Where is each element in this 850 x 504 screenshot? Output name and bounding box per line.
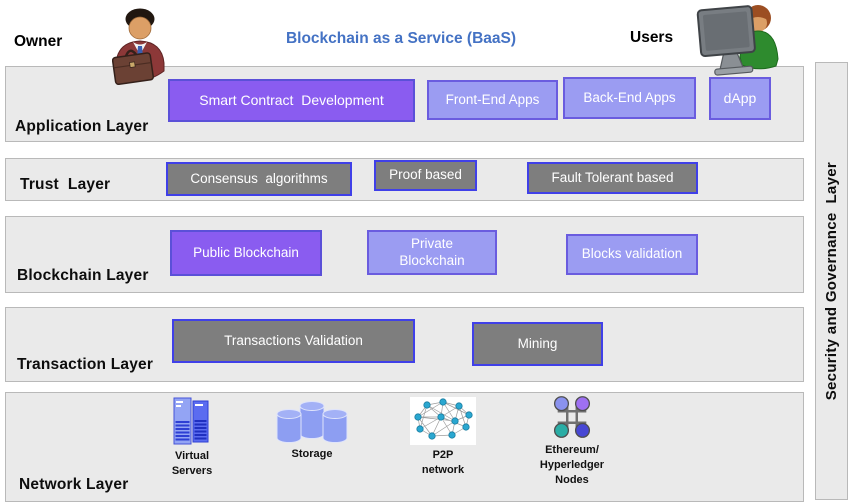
network-layer-label: Network Layer: [19, 476, 129, 493]
diagram-title: Blockchain as a Service (BaaS): [285, 30, 517, 47]
fault-tolerant-based-box: Fault Tolerant based: [527, 162, 698, 194]
database-cylinders-icon: [276, 401, 348, 443]
mining-box: Mining: [472, 322, 603, 366]
application-layer-label: Application Layer: [15, 118, 149, 135]
back-end-apps-box: Back-End Apps: [563, 77, 696, 119]
security-governance-layer-label: Security and Governance Layer: [823, 161, 840, 401]
consensus-algorithms-box: Consensus algorithms: [166, 162, 352, 196]
private-blockchain-box: Private Blockchain: [367, 230, 497, 275]
transaction-layer-label: Transaction Layer: [17, 356, 154, 373]
public-blockchain-box: Public Blockchain: [170, 230, 322, 276]
dapp-box: dApp: [709, 77, 771, 120]
users-person-monitor-icon: [696, 5, 779, 76]
virtual-servers-item: Virtual Servers: [160, 397, 224, 479]
storage-item: Storage: [272, 400, 352, 462]
p2p-network-label: P2P network: [421, 449, 465, 476]
storage-label: Storage: [291, 448, 333, 460]
trust-layer-label: Trust Layer: [20, 176, 111, 193]
server-towers-icon: [173, 397, 209, 445]
security-governance-layer-bar: Security and Governance Layer: [815, 62, 848, 500]
owner-label: Owner: [14, 33, 63, 50]
transactions-validation-box: Transactions Validation: [172, 319, 415, 363]
users-label: Users: [630, 29, 674, 46]
blockchain-layer-label: Blockchain Layer: [17, 267, 149, 284]
proof-based-box: Proof based: [374, 160, 477, 191]
virtual-servers-label: Virtual Servers: [171, 450, 213, 477]
blocks-validation-box: Blocks validation: [566, 234, 698, 275]
ethereum-hyperledger-item: Ethereum/ Hyperledger Nodes: [524, 394, 620, 488]
owner-businessman-icon: [112, 8, 165, 86]
four-petal-nodes-icon: [553, 396, 591, 438]
smart-contract-development-box: Smart Contract Development: [168, 79, 415, 122]
front-end-apps-box: Front-End Apps: [427, 80, 558, 120]
network-layer-band: Network Layer: [5, 392, 804, 502]
mesh-network-icon: [410, 397, 476, 445]
ethereum-hyperledger-label: Ethereum/ Hyperledger Nodes: [539, 444, 605, 486]
p2p-network-item: P2P network: [405, 397, 481, 478]
